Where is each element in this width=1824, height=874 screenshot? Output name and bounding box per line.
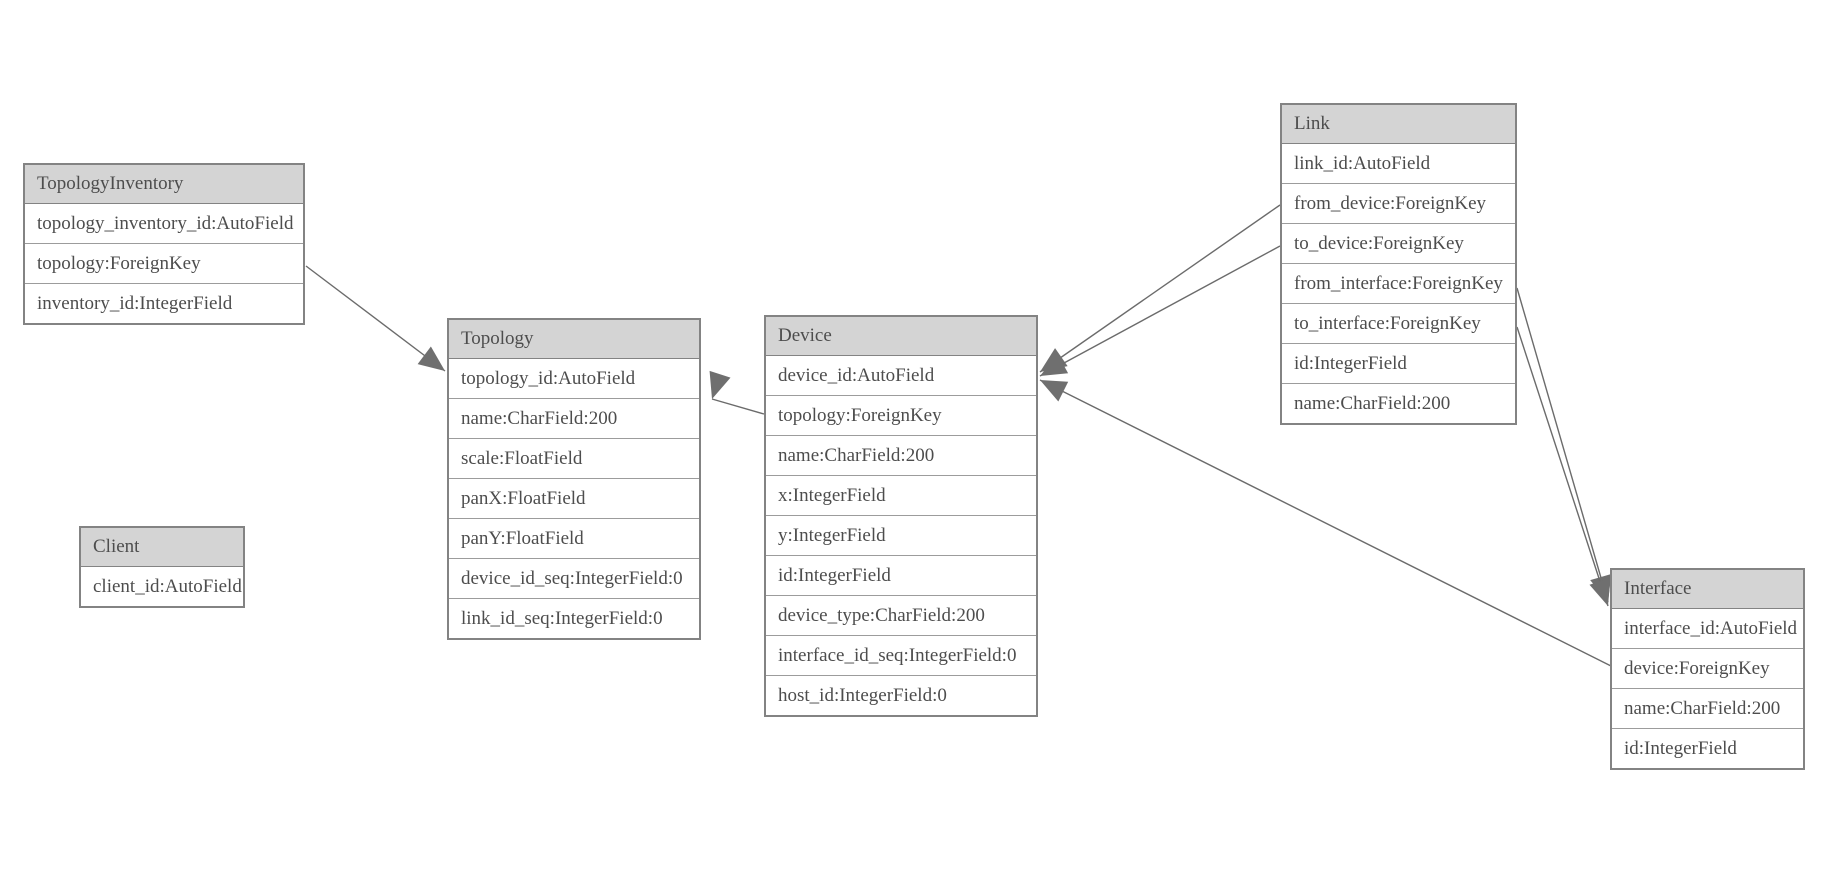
entity-field-row: name:CharField:200 xyxy=(1282,384,1515,423)
entity-field-row: topology:ForeignKey xyxy=(766,396,1036,436)
relation-line xyxy=(1516,287,1609,603)
relation-line xyxy=(1039,245,1281,377)
entity-field-row: device_id:AutoField xyxy=(766,356,1036,396)
entity-field-row: device:ForeignKey xyxy=(1612,649,1803,689)
relation-arrowhead xyxy=(1040,380,1069,402)
relation-arrowhead xyxy=(1589,577,1611,606)
entity-field-row: interface_id:AutoField xyxy=(1612,609,1803,649)
entity-field-row: scale:FloatField xyxy=(449,439,699,479)
entity-field-row: interface_id_seq:IntegerField:0 xyxy=(766,636,1036,676)
entity-field-row: device_type:CharField:200 xyxy=(766,596,1036,636)
entity-field-row: topology_id:AutoField xyxy=(449,359,699,399)
entity-field-row: name:CharField:200 xyxy=(1612,689,1803,729)
entity-field-row: host_id:IntegerField:0 xyxy=(766,676,1036,715)
relation-link-to_interface-interface xyxy=(1516,326,1611,607)
entity-field-row: to_device:ForeignKey xyxy=(1282,224,1515,264)
entity-field-row: client_id:AutoField xyxy=(81,567,243,606)
entity-title-device: Device xyxy=(766,317,1036,356)
entity-field-row: from_interface:ForeignKey xyxy=(1282,264,1515,304)
relation-interface-device xyxy=(1039,379,1612,667)
entity-field-row: to_interface:ForeignKey xyxy=(1282,304,1515,344)
relation-line xyxy=(1516,326,1609,607)
relation-device-topology xyxy=(709,370,765,415)
relation-arrowhead xyxy=(1040,353,1069,376)
entity-title-interface: Interface xyxy=(1612,570,1803,609)
entity-field-row: panY:FloatField xyxy=(449,519,699,559)
entity-field-row: from_device:ForeignKey xyxy=(1282,184,1515,224)
entity-title-client: Client xyxy=(81,528,243,567)
entity-field-row: panX:FloatField xyxy=(449,479,699,519)
entity-field-row: id:IntegerField xyxy=(766,556,1036,596)
entity-field-row: topology_inventory_id:AutoField xyxy=(25,204,303,244)
relation-topologyinventory-topology xyxy=(305,265,446,372)
relation-line xyxy=(1039,204,1281,373)
entity-field-row: topology:ForeignKey xyxy=(25,244,303,284)
relation-line xyxy=(305,265,446,372)
entity-field-row: name:CharField:200 xyxy=(766,436,1036,476)
entity-field-row: link_id:AutoField xyxy=(1282,144,1515,184)
entity-field-row: inventory_id:IntegerField xyxy=(25,284,303,323)
entity-field-row: id:IntegerField xyxy=(1612,729,1803,768)
relation-link-from_interface-interface xyxy=(1516,287,1612,603)
relation-arrowhead xyxy=(417,346,445,371)
relation-link-to_device-device xyxy=(1039,245,1281,377)
entity-field-row: x:IntegerField xyxy=(766,476,1036,516)
entity-title-link: Link xyxy=(1282,105,1515,144)
entity-title-topology: Topology xyxy=(449,320,699,359)
relation-line xyxy=(711,398,765,415)
entity-field-row: id:IntegerField xyxy=(1282,344,1515,384)
relation-arrowhead xyxy=(709,370,731,399)
entity-field-row: name:CharField:200 xyxy=(449,399,699,439)
relation-line xyxy=(1039,379,1612,667)
entity-field-row: device_id_seq:IntegerField:0 xyxy=(449,559,699,599)
entity-title-topologyinventory: TopologyInventory xyxy=(25,165,303,204)
relation-link-from_device-device xyxy=(1039,204,1281,373)
entity-field-row: y:IntegerField xyxy=(766,516,1036,556)
entity-field-row: link_id_seq:IntegerField:0 xyxy=(449,599,699,638)
